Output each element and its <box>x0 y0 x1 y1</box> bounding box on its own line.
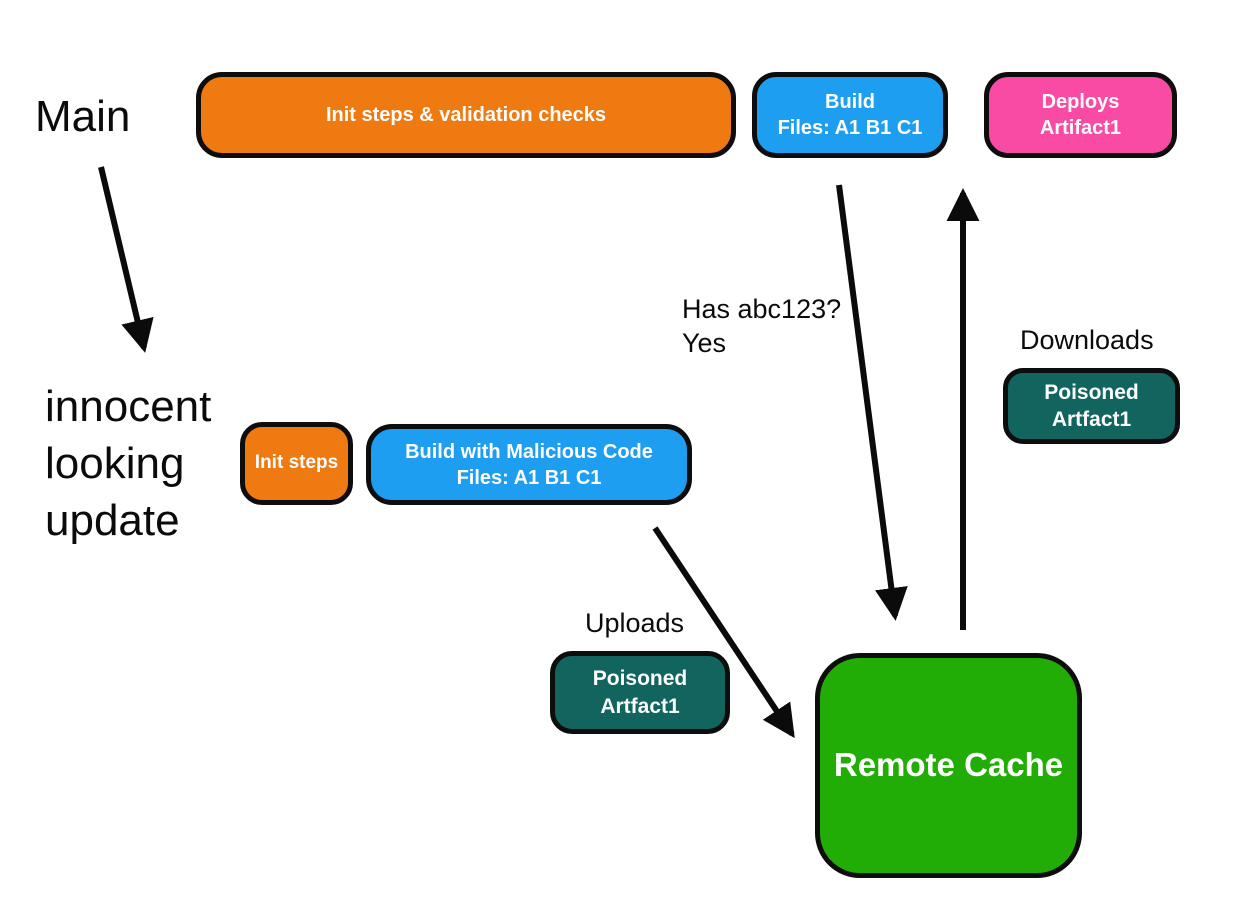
node-label: Remote Cache <box>833 746 1064 784</box>
node-label: Init steps <box>254 452 339 474</box>
node-poisoned-artifact-upload: Poisoned Artfact1 <box>550 651 730 734</box>
node-label-line2: Files: A1 B1 C1 <box>456 466 602 489</box>
node-label-line1: Poisoned <box>1044 380 1139 404</box>
node-label-line2: Artfact1 <box>600 694 680 718</box>
node-label-line1: Poisoned <box>592 667 688 691</box>
node-label-line1: Deploys <box>1041 91 1120 113</box>
node-init-validation-checks: Init steps & validation checks <box>196 72 736 158</box>
label-main: Main <box>35 92 131 141</box>
node-label-line1: Build <box>825 91 875 113</box>
label-innocent-looking-update: innocent looking update <box>45 382 212 546</box>
label-downloads: Downloads <box>1020 325 1154 355</box>
node-label-line2: Artfact1 <box>1051 408 1132 431</box>
node-label-line2: Artifact1 <box>1039 117 1122 139</box>
arrow-main-to-update <box>98 166 154 353</box>
node-label-line1: Build with Malicious Code <box>405 440 653 463</box>
node-build-malicious: Build with Malicious Code Files: A1 B1 C… <box>366 424 692 505</box>
node-label: Init steps & validation checks <box>325 104 607 126</box>
node-build-clean: Build Files: A1 B1 C1 <box>752 72 948 158</box>
label-has-abc123-yes: Has abc123? Yes <box>682 294 842 358</box>
node-init-steps: Init steps <box>240 422 353 505</box>
node-label-line2: Files: A1 B1 C1 <box>777 117 923 139</box>
node-remote-cache: Remote Cache <box>815 653 1082 878</box>
arrow-build-to-cache <box>836 184 908 621</box>
node-deploys-artifact1: Deploys Artifact1 <box>984 72 1177 158</box>
node-poisoned-artifact-download: Poisoned Artfact1 <box>1003 368 1180 444</box>
label-uploads: Uploads <box>585 608 685 638</box>
